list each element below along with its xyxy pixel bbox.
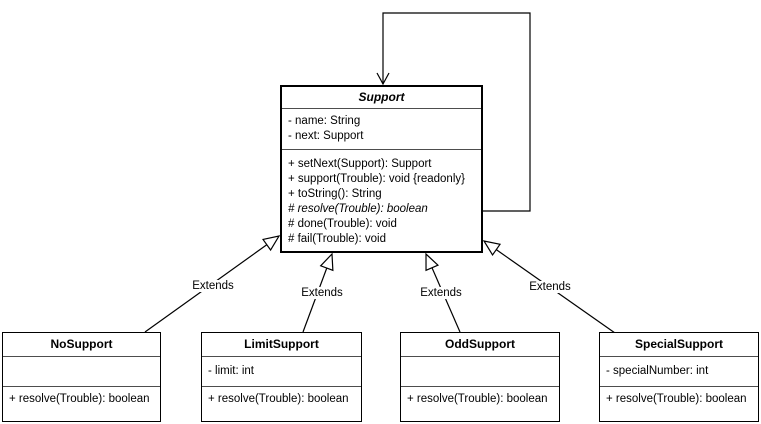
attribute-item: - name: String: [288, 115, 361, 127]
class-node-specialsupport: SpecialSupport - specialNumber: int + re…: [599, 332, 759, 422]
extends-label-limitsupport: Extends: [300, 287, 344, 299]
limitsupport-methods-section: + resolve(Trouble): boolean: [202, 387, 361, 421]
class-title-support: Support: [282, 87, 481, 109]
class-title-specialsupport: SpecialSupport: [600, 333, 758, 357]
limitsupport-attributes-section: - limit: int: [202, 357, 361, 387]
method-item: # fail(Trouble): void: [288, 233, 387, 245]
method-item: + support(Trouble): void {readonly}: [288, 173, 465, 185]
method-item: + resolve(Trouble): boolean: [407, 393, 548, 405]
oddsupport-attributes-section: [401, 357, 559, 387]
method-item-abstract: # resolve(Trouble): boolean: [288, 203, 428, 215]
specialsupport-attributes-section: - specialNumber: int: [600, 357, 758, 387]
extends-label-specialsupport: Extends: [528, 281, 572, 293]
method-item: + resolve(Trouble): boolean: [208, 393, 349, 405]
support-attributes-section: - name: String - next: Support: [282, 109, 481, 150]
class-title-limitsupport: LimitSupport: [202, 333, 361, 357]
nosupport-methods-section: + resolve(Trouble): boolean: [3, 387, 160, 421]
method-item: # done(Trouble): void: [288, 218, 397, 230]
extends-label-nosupport: Extends: [191, 280, 235, 292]
oddsupport-methods-section: + resolve(Trouble): boolean: [401, 387, 559, 421]
method-item: + setNext(Support): Support: [288, 158, 432, 170]
support-methods-section: + setNext(Support): Support + support(Tr…: [282, 150, 481, 251]
method-item: + resolve(Trouble): boolean: [606, 393, 747, 405]
class-node-support: Support - name: String - next: Support +…: [280, 85, 483, 253]
self-association-edge: [376, 12, 531, 212]
class-node-limitsupport: LimitSupport - limit: int + resolve(Trou…: [201, 332, 362, 422]
class-node-nosupport: NoSupport + resolve(Trouble): boolean: [2, 332, 161, 422]
attribute-item: - next: Support: [288, 130, 364, 142]
attribute-item: - specialNumber: int: [606, 365, 709, 377]
method-item: + toString(): String: [288, 188, 382, 200]
class-title-nosupport: NoSupport: [3, 333, 160, 357]
specialsupport-methods-section: + resolve(Trouble): boolean: [600, 387, 758, 421]
method-item: + resolve(Trouble): boolean: [9, 393, 150, 405]
attribute-item: - limit: int: [208, 365, 254, 377]
class-title-oddsupport: OddSupport: [401, 333, 559, 357]
class-node-oddsupport: OddSupport + resolve(Trouble): boolean: [400, 332, 560, 422]
nosupport-attributes-section: [3, 357, 160, 387]
extends-label-oddsupport: Extends: [419, 287, 463, 299]
